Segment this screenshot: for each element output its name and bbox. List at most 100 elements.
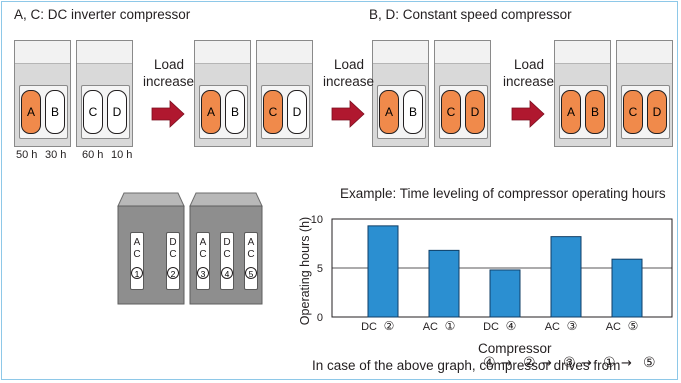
compressor-c: C xyxy=(83,90,103,134)
bar-1 xyxy=(367,225,399,318)
compressor-letter: D xyxy=(169,237,177,248)
sequence-arrow-icon: → xyxy=(541,356,552,371)
compressor-b: B xyxy=(225,90,245,134)
x-tick-label: AC xyxy=(423,321,438,333)
compressor-a: A xyxy=(201,90,221,134)
sequence-step: ⑤ xyxy=(643,355,656,371)
compressor-letter: A xyxy=(133,237,141,248)
x-tick-number-icon: ① xyxy=(445,319,456,333)
hours-a: 50 h xyxy=(16,149,38,161)
compressor-letter: A xyxy=(247,237,255,248)
unit-top-panel xyxy=(373,41,428,64)
arrow-label-increase: increase xyxy=(143,74,195,89)
compressor-letter: C xyxy=(133,249,141,260)
y-tick-label: 10 xyxy=(311,214,323,226)
compressor-c: C xyxy=(263,90,283,134)
compressor-a: A xyxy=(21,90,41,134)
x-tick-label: AC xyxy=(606,321,621,333)
compressor-d: D xyxy=(465,90,485,134)
load-increase-arrow-icon xyxy=(151,100,185,128)
bar-5 xyxy=(611,258,643,318)
arrow-label-load: Load xyxy=(334,57,365,72)
compressor-b: B xyxy=(45,90,65,134)
compressor-number-badge: 1 xyxy=(131,267,143,279)
unit-top-panel xyxy=(15,41,70,64)
bar-3 xyxy=(489,269,521,318)
compressor-a: A xyxy=(379,90,399,134)
compressor-letter: A xyxy=(199,237,207,248)
x-tick-number-icon: ④ xyxy=(506,319,517,333)
load-increase-arrow-icon xyxy=(331,100,365,128)
compressor-c: C xyxy=(441,90,461,134)
bar-4 xyxy=(550,236,582,318)
compressor-c: C xyxy=(623,90,643,134)
x-tick-number-icon: ⑤ xyxy=(628,319,639,333)
hours-b: 30 h xyxy=(45,149,67,161)
sequence-arrow-icon: → xyxy=(581,356,592,371)
chart-ylabel: Operating hours (h) xyxy=(298,217,312,325)
sequence-arrow-icon: → xyxy=(501,356,512,371)
unit-top-panel xyxy=(435,41,490,64)
arrow-label-increase: increase xyxy=(503,74,555,89)
compressor-b: B xyxy=(585,90,605,134)
compressor-d: D xyxy=(647,90,667,134)
load-increase-arrow-icon xyxy=(511,100,545,128)
label-inverter: A, C: DC inverter compressor xyxy=(14,7,191,22)
compressor-d: D xyxy=(287,90,307,134)
compressor-letter: C xyxy=(223,249,231,260)
sequence-arrow-icon: → xyxy=(621,356,632,371)
unit-top-panel xyxy=(257,41,312,64)
y-tick-label: 0 xyxy=(317,312,323,324)
x-tick-number-icon: ② xyxy=(384,319,395,333)
x-tick-label: AC xyxy=(545,321,560,333)
x-tick-label: DC xyxy=(483,321,499,333)
sequence-step: ④ xyxy=(483,355,496,371)
compressor-number-badge: 3 xyxy=(197,267,209,279)
footer-text: In case of the above graph, compressor d… xyxy=(312,358,621,373)
label-constant: B, D: Constant speed compressor xyxy=(369,7,572,22)
arrow-label-load: Load xyxy=(154,57,185,72)
x-tick-number-icon: ③ xyxy=(567,319,578,333)
bar-2 xyxy=(428,249,460,318)
chart-title: Example: Time leveling of compressor ope… xyxy=(340,186,666,201)
unit-top-panel xyxy=(77,41,132,64)
compressor-letter: C xyxy=(247,249,255,260)
compressor-letter: C xyxy=(199,249,207,260)
compressor-number-badge: 4 xyxy=(221,267,233,279)
x-tick-label: DC xyxy=(361,321,377,333)
compressor-b: B xyxy=(403,90,423,134)
sequence-step: ③ xyxy=(563,355,576,371)
unit-top-panel xyxy=(617,41,672,64)
compressor-a: A xyxy=(561,90,581,134)
compressor-number-badge: 5 xyxy=(245,267,257,279)
arrow-label-increase: increase xyxy=(323,74,375,89)
compressor-d: D xyxy=(107,90,127,134)
arrow-label-load: Load xyxy=(514,57,545,72)
sequence-step: ② xyxy=(523,355,536,371)
sequence-step: ① xyxy=(603,355,616,371)
unit-top-panel xyxy=(195,41,250,64)
compressor-letter: D xyxy=(223,237,231,248)
compressor-number-badge: 2 xyxy=(167,267,179,279)
hours-c: 60 h xyxy=(82,149,104,161)
compressor-letter: C xyxy=(169,249,177,260)
chart-xlabel: Compressor xyxy=(478,341,552,356)
y-tick-label: 5 xyxy=(317,263,323,275)
unit-top-panel xyxy=(555,41,610,64)
